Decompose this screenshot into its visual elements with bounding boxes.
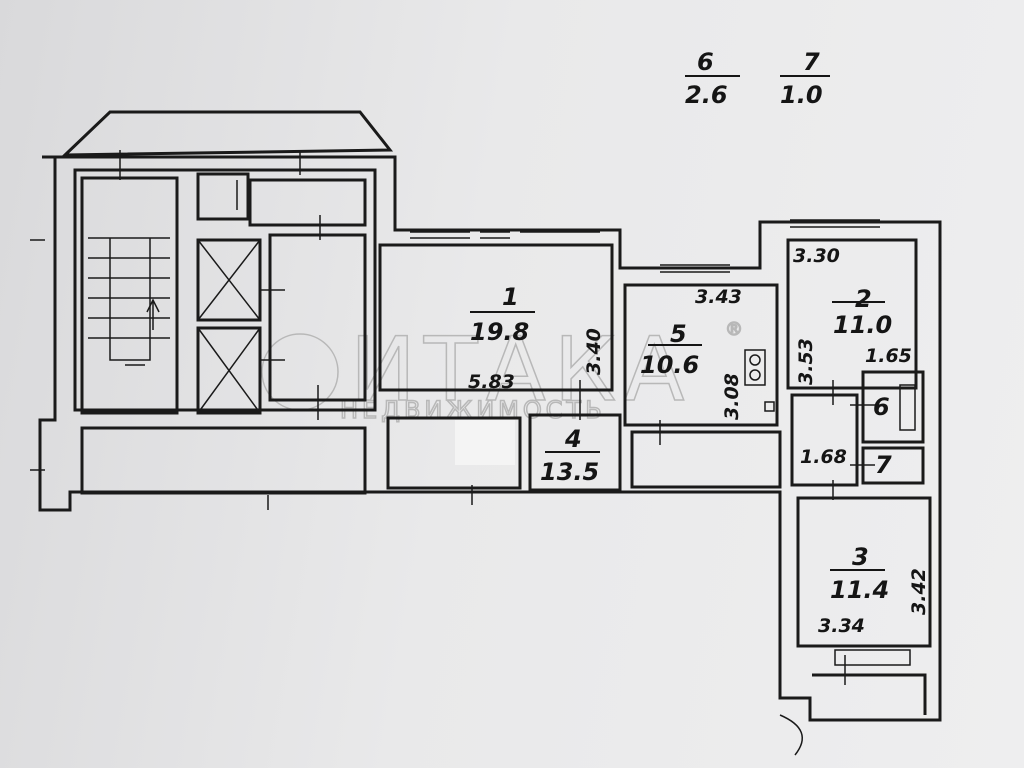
room-3-number: 3 — [852, 543, 869, 571]
room-1 — [378, 243, 614, 392]
room-6-number: 6 — [873, 393, 890, 421]
dimension-labels: 5.83 3.40 3.43 3.08 3.30 3.53 1.65 1.68 … — [468, 245, 930, 637]
legend: 6 2.6 7 1.0 — [685, 48, 830, 109]
room-labels: 1 19.8 2 11.0 3 11.4 4 13.5 5 10.6 6 7 — [470, 283, 892, 604]
dim-room1-depth: 3.40 — [583, 328, 605, 375]
dim-room2-depth: 3.53 — [795, 338, 817, 385]
room-5-area: 10.6 — [640, 351, 699, 379]
room-2-number: 2 — [855, 285, 872, 313]
legend-room-7: 7 — [803, 48, 820, 76]
room-5 — [623, 283, 779, 427]
room-1-number: 1 — [502, 283, 519, 311]
room-1-area: 19.8 — [470, 318, 529, 346]
room-5-number: 5 — [670, 320, 687, 348]
dim-room5-width: 3.43 — [695, 286, 742, 308]
watermark-subtitle: НЕДВИЖИМОСТЬ — [340, 396, 606, 424]
room-3-area: 11.4 — [830, 576, 889, 604]
legend-area-6: 2.6 — [685, 81, 728, 109]
legend-room-6: 6 — [697, 48, 714, 76]
room-6 — [861, 370, 925, 444]
dim-room3-width: 3.34 — [818, 615, 865, 637]
room-7-number: 7 — [875, 451, 892, 479]
dim-hall-width: 1.68 — [800, 446, 847, 468]
dim-room1-width: 5.83 — [468, 371, 515, 393]
dim-room3-depth: 3.42 — [908, 568, 930, 615]
room-2-area: 11.0 — [833, 311, 892, 339]
dim-bath-width: 1.65 — [865, 345, 912, 367]
room-4-number: 4 — [564, 425, 582, 453]
legend-area-7: 1.0 — [780, 81, 823, 109]
walls — [30, 110, 942, 756]
watermark: ИТАКА ® НЕДВИЖИМОСТЬ — [261, 317, 744, 425]
room-4 — [528, 413, 622, 492]
room-2 — [786, 238, 918, 390]
watermark-registered: ® — [725, 319, 743, 340]
room-3 — [796, 496, 932, 648]
room-4-area: 13.5 — [540, 458, 599, 486]
dim-room5-depth: 3.08 — [721, 373, 743, 420]
watermark-brand: ИТАКА — [350, 318, 692, 421]
dim-room2-width: 3.30 — [793, 245, 840, 267]
